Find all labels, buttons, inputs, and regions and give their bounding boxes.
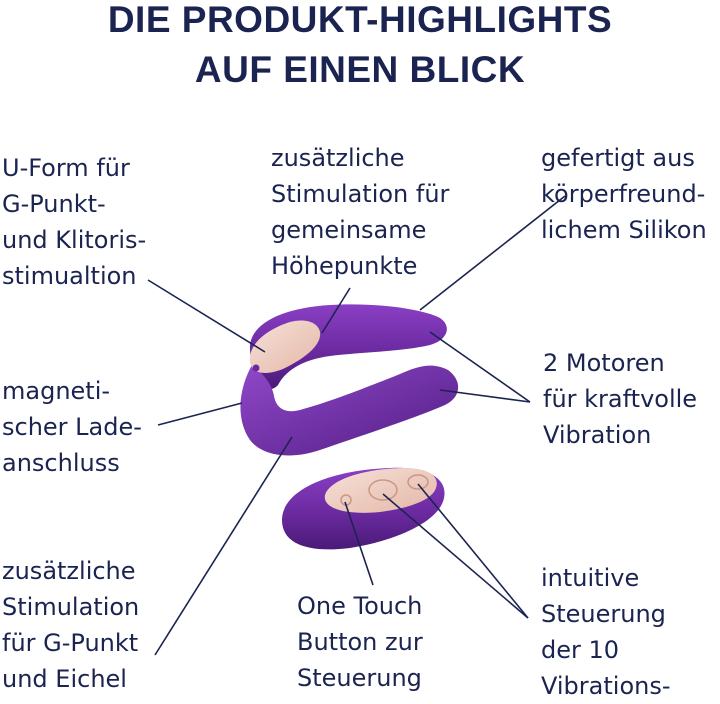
feature-motors-line: für kraftvolle <box>543 385 698 413</box>
feature-uform-line: G-Punkt- <box>2 190 106 218</box>
feature-extra1-line: gemeinsame <box>271 216 427 244</box>
feature-controls-line: intuitive <box>541 564 640 592</box>
callout-silikon <box>419 195 566 311</box>
feature-charging-line: anschluss <box>2 449 120 477</box>
feature-extra2-line: zusätzliche <box>2 557 136 585</box>
feature-motors: 2 Motoren für kraftvolle Vibration <box>543 345 697 453</box>
feature-extra2-line: und Eichel <box>2 665 127 693</box>
feature-one-touch-line: Steuerung <box>297 664 422 692</box>
feature-charging-line: magneti- <box>2 377 111 405</box>
feature-extra2-line: für G-Punkt <box>2 629 139 657</box>
feature-one-touch: One Touch Button zur Steuerung <box>297 588 423 696</box>
remote-control <box>282 467 445 550</box>
feature-controls-line: Steuerung <box>541 600 666 628</box>
callout-motor-upper <box>429 331 531 403</box>
vibrator-body <box>240 365 459 456</box>
feature-uform: U-Form für G-Punkt- und Klitoris- stimua… <box>2 150 146 294</box>
feature-extra2-line: Stimulation <box>2 593 140 621</box>
feature-silicone-line: lichem Silikon <box>541 216 707 244</box>
vibrator-device <box>240 304 459 456</box>
callout-control-a <box>382 493 529 619</box>
feature-controls-line: der 10 <box>541 636 620 664</box>
page-title-line-2: AUF EINEN BLICK <box>194 49 526 90</box>
feature-extra1-line: Stimulation für <box>271 180 450 208</box>
feature-controls: intuitive Steuerung der 10 Vibrations- <box>541 560 671 704</box>
callout-button <box>344 501 374 586</box>
feature-extra-stimulation-2: zusätzliche Stimulation für G-Punkt und … <box>2 553 139 697</box>
feature-controls-line: Vibrations- <box>541 672 671 700</box>
feature-one-touch-line: One Touch <box>297 592 423 620</box>
feature-charging: magneti- scher Lade- anschluss <box>2 373 142 481</box>
feature-motors-line: Vibration <box>543 421 652 449</box>
callout-charge <box>157 402 243 426</box>
callout-extra1 <box>321 287 351 334</box>
remote-button-right <box>407 474 429 490</box>
feature-one-touch-line: Button zur <box>297 628 423 656</box>
callout-control-b <box>417 483 529 619</box>
feature-uform-line: und Klitoris- <box>2 226 147 254</box>
feature-extra1-line: Höhepunkte <box>271 252 418 280</box>
vibrator-pad <box>249 320 321 373</box>
callout-extra2 <box>154 436 293 656</box>
page-title-line-1: DIE PRODUKT-HIGHLIGHTS <box>107 0 613 40</box>
feature-uform-line: stimualtion <box>2 262 137 290</box>
feature-silicone-line: gefertigt aus <box>541 144 695 172</box>
feature-uform-line: U-Form für <box>2 154 130 182</box>
callout-motor-lower <box>439 389 531 403</box>
feature-silicone-line: körperfreund- <box>541 180 706 208</box>
callout-uform <box>147 279 266 353</box>
feature-charging-line: scher Lade- <box>2 413 142 441</box>
feature-extra1-line: zusätzliche <box>271 144 405 172</box>
remote-button-center <box>368 479 398 501</box>
callout-lines <box>147 195 566 656</box>
charging-port-dot <box>252 364 260 372</box>
feature-silicone: gefertigt aus körperfreund- lichem Silik… <box>541 140 707 248</box>
feature-extra-stimulation-1: zusätzliche Stimulation für gemeinsame H… <box>271 140 449 284</box>
feature-motors-line: 2 Motoren <box>543 349 665 377</box>
